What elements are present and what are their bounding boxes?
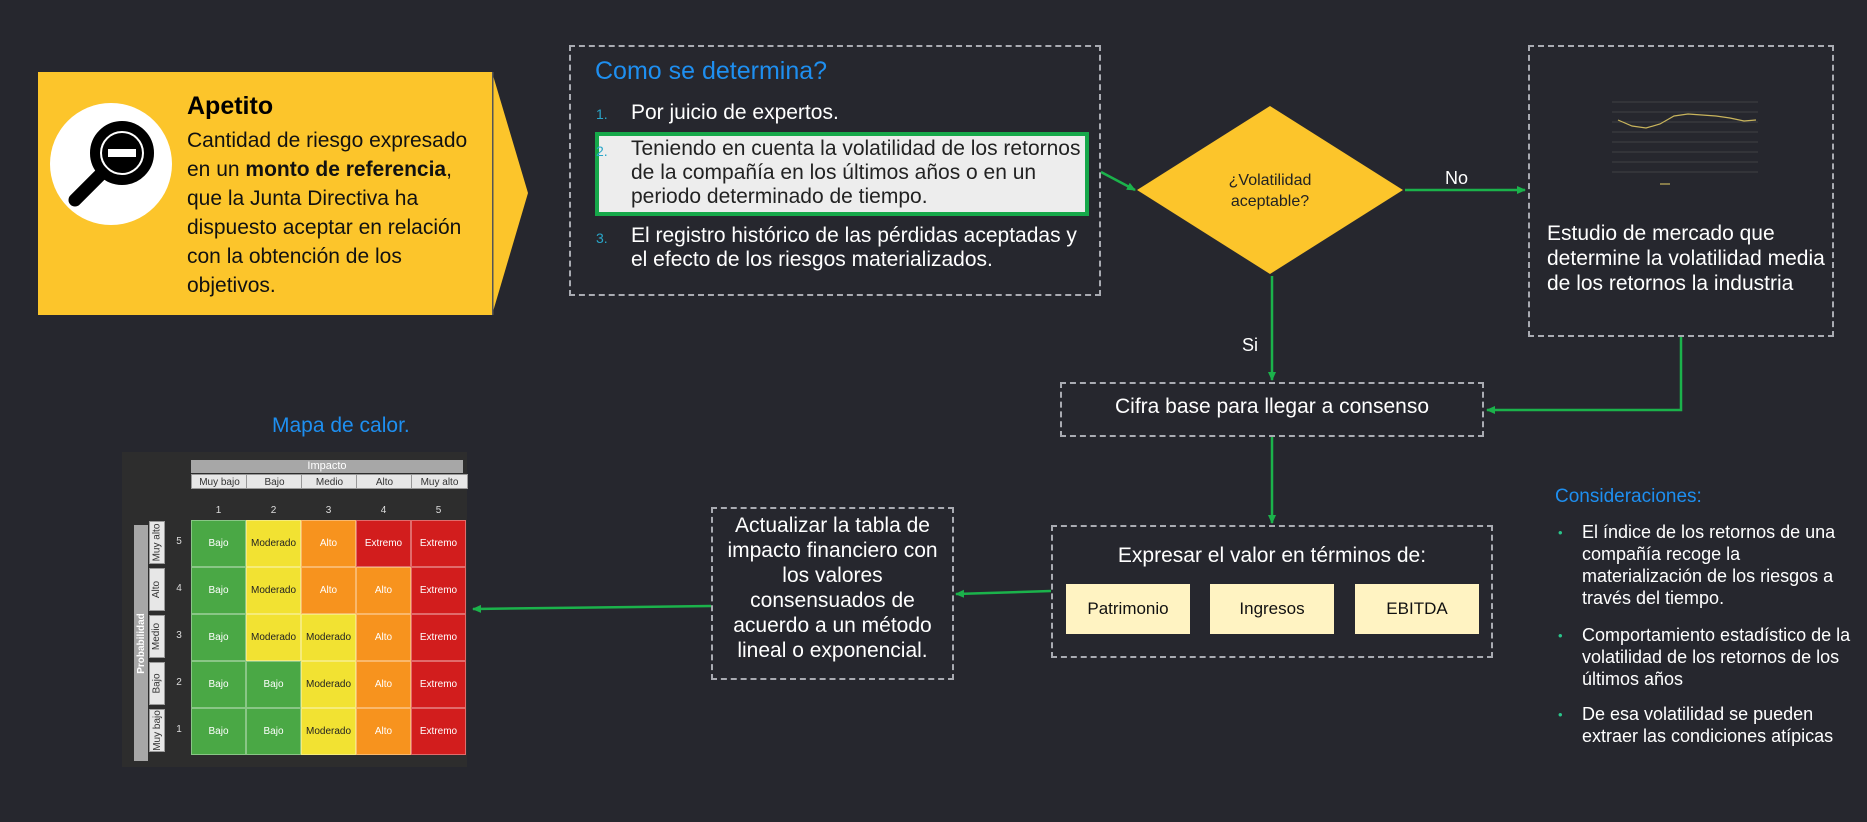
probability-header: Probabilidad	[134, 525, 148, 761]
heatmap-cell: Extremo	[411, 614, 466, 661]
magnifier-minus-icon	[50, 103, 172, 225]
cifra-base-box	[1060, 382, 1484, 437]
heatmap-cell: Bajo	[191, 567, 246, 614]
impact-column-number: 2	[270, 505, 277, 516]
item-number: 2.	[596, 143, 608, 159]
highlighted-item	[595, 132, 1089, 216]
expresar-box	[1051, 525, 1493, 658]
heatmap-cell: Alto	[301, 520, 356, 567]
heatmap-cell: Extremo	[411, 520, 466, 567]
impact-header: Impacto	[191, 460, 463, 473]
impact-column-header: Alto	[356, 474, 413, 489]
probability-row-header: Alto	[149, 568, 165, 611]
bullet-dot: •	[1558, 628, 1563, 643]
cifra-base-text: Cifra base para llegar a consenso	[1114, 395, 1429, 418]
heatmap-cell: Bajo	[191, 661, 246, 708]
actualizar-text: Actualizar la tabla de impacto financier…	[727, 514, 938, 662]
connector-actualizar-to-mapa	[472, 604, 712, 613]
como-item-3: El registro histórico de las pérdidas ac…	[631, 224, 1077, 271]
consideraciones-title: Consideraciones:	[1555, 486, 1702, 507]
heatmap-cell: Bajo	[246, 661, 301, 708]
heatmap-cell: Extremo	[356, 520, 411, 567]
decision-text: ¿Volatilidad aceptable?	[1228, 172, 1312, 210]
como-item-1: Por juicio de expertos.	[631, 101, 839, 124]
option-ingresos: Ingresos	[1210, 584, 1334, 634]
impact-column-number: 4	[380, 505, 387, 516]
impact-column-number: 5	[435, 505, 442, 516]
apetito-title: Apetito	[187, 92, 274, 120]
no-label: No	[1445, 168, 1469, 188]
impact-column-header: Muy bajo	[191, 474, 248, 489]
heatmap-cell: Alto	[356, 614, 411, 661]
heatmap-cell: Moderado	[301, 708, 356, 755]
option-patrimonio: Patrimonio	[1066, 584, 1190, 634]
heatmap-cell: Extremo	[411, 661, 466, 708]
heatmap-cell: Bajo	[191, 520, 246, 567]
heatmap-cell: Bajo	[191, 614, 246, 661]
impact-column-header: Muy alto	[411, 474, 468, 489]
connector-estudio-to-cifra	[1486, 337, 1683, 414]
como-title: Como se determina?	[595, 57, 828, 85]
probability-row-number: 2	[176, 677, 182, 688]
probability-row-header: Bajo	[149, 662, 165, 705]
connector-expresar-to-actualizar	[955, 589, 1052, 598]
probability-row-number: 5	[176, 536, 182, 547]
heatmap-cell: Alto	[356, 708, 411, 755]
como-item-2: Teniendo en cuenta la volatilidad de los…	[631, 137, 1081, 208]
item-number: 1.	[596, 106, 608, 122]
impact-column-header: Bajo	[246, 474, 303, 489]
consideracion-2: Comportamiento estadístico de la volatil…	[1582, 625, 1851, 689]
apetito-description: Cantidad de riesgo expresado en un monto…	[187, 129, 468, 297]
decision-diamond	[1137, 106, 1403, 274]
bullet-dot: •	[1558, 525, 1563, 540]
apetito-chevron	[492, 72, 528, 315]
expresar-title: Expresar el valor en términos de:	[1117, 544, 1427, 567]
heatmap-cell: Extremo	[411, 567, 466, 614]
heatmap-cell: Moderado	[301, 661, 356, 708]
option-ebitda: EBITDA	[1355, 584, 1479, 634]
item-number: 3.	[596, 230, 608, 246]
estudio-box	[1528, 45, 1834, 337]
heatmap-cell: Bajo	[191, 708, 246, 755]
bullet-dot: •	[1558, 707, 1563, 722]
heatmap-cell: Alto	[301, 567, 356, 614]
heatmap-cell: Moderado	[246, 614, 301, 661]
impact-column-header: Medio	[301, 474, 358, 489]
probability-row-header: Muy alto	[149, 521, 165, 564]
connector-como-to-decision	[1100, 170, 1136, 192]
estudio-text: Estudio de mercado que determine la vola…	[1547, 222, 1825, 295]
heatmap-cell: Extremo	[411, 708, 466, 755]
impact-column-number: 1	[215, 505, 222, 516]
si-label: Si	[1242, 335, 1259, 355]
heatmap-cell: Alto	[356, 567, 411, 614]
probability-row-number: 3	[176, 630, 182, 641]
heatmap-cell: Moderado	[246, 567, 301, 614]
mini-line-chart	[1612, 101, 1758, 185]
probability-row-header: Muy bajo	[149, 709, 165, 752]
probability-row-number: 1	[176, 724, 182, 735]
heatmap-cell: Moderado	[246, 520, 301, 567]
actualizar-box	[711, 507, 954, 680]
heatmap-cell: Bajo	[246, 708, 301, 755]
como-se-determina-box	[569, 45, 1101, 296]
heatmap-cell: Moderado	[301, 614, 356, 661]
mapa-title: Mapa de calor.	[272, 414, 410, 437]
probability-row-header: Medio	[149, 615, 165, 658]
consideracion-1: El índice de los retornos de una compañí…	[1582, 522, 1836, 608]
impact-column-number: 3	[325, 505, 332, 516]
consideracion-3: De esa volatilidad se pueden extraer las…	[1582, 704, 1834, 746]
heatmap-cell: Alto	[356, 661, 411, 708]
probability-row-number: 4	[176, 583, 182, 594]
